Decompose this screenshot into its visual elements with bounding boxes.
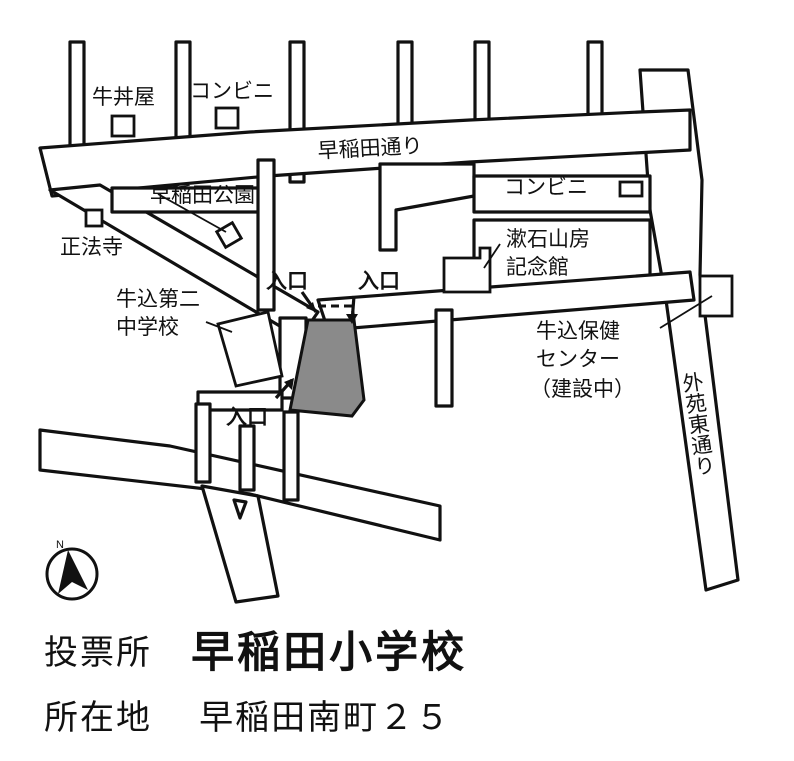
entrance-arrowhead [284, 378, 294, 390]
soseki-memorial-label-line2: 記念館 [506, 256, 569, 279]
north-arrow-icon: N [45, 539, 99, 601]
polling-place-label: 投票所 [44, 632, 152, 673]
convenience-store-east-label: コンビニ [504, 176, 588, 199]
road-segment [378, 162, 476, 252]
road-segment [282, 410, 300, 502]
gyudonya-building [110, 114, 136, 138]
leader-line [205, 321, 233, 333]
ushigome-junior-high-building [216, 310, 284, 388]
buildings [84, 106, 734, 418]
entrance-arrowhead [306, 302, 316, 312]
map-labels: 牛丼屋 コンビニ 早稲田通り コンビニ 早稲田公園 正法寺 牛込第二 中学校 漱… [60, 80, 635, 429]
entrance-arrows [274, 291, 358, 400]
convenience-store-north-label: コンビニ [190, 80, 274, 103]
health-center-label-line2: センター [536, 348, 620, 371]
shohoji-temple-label: 正法寺 [60, 236, 123, 259]
waseda-park-label: 早稲田公園 [150, 184, 255, 207]
address-label: 所在地 [44, 698, 152, 738]
soseki-memorial-label-line1: 漱石山房 [506, 228, 590, 251]
ushigome-junior-high-label-line2: 中学校 [116, 316, 179, 339]
convenience-store-east-building [618, 180, 644, 198]
polling-place-name: 早稲田小学校 [191, 628, 468, 678]
entrance-label-southwest: 入口 [226, 405, 268, 429]
traffic-island [232, 498, 248, 520]
road-segment [256, 158, 276, 312]
road-segment [238, 424, 256, 492]
health-center-label-line3: （建設中） [530, 378, 635, 401]
health-center-label-line1: 牛込保健 [536, 320, 620, 343]
waseda-park-building [214, 220, 244, 250]
gyudonya-label: 牛丼屋 [92, 86, 155, 109]
shohoji-temple-building [84, 208, 104, 228]
leader-line [483, 243, 501, 269]
north-letter: N [56, 539, 64, 551]
address-value: 早稲田南町２５ [199, 698, 452, 738]
entrance-label-northwest: 入口 [266, 269, 308, 293]
leader-lines [157, 193, 713, 333]
road-segment [638, 68, 740, 592]
health-center-building [698, 274, 734, 318]
convenience-store-north-building [214, 106, 240, 130]
road-segment [48, 183, 320, 340]
ushigome-junior-high-label-line1: 牛込第二 [116, 288, 200, 311]
road-segment [472, 174, 652, 214]
road-segment [200, 484, 280, 604]
waseda-dori-label: 早稲田通り [317, 135, 423, 163]
road-segment [434, 308, 454, 408]
road-segment [38, 108, 692, 198]
entrance-arrowhead [346, 314, 358, 324]
entrance-label-northeast: 入口 [358, 269, 400, 293]
waseda-elementary-school [288, 318, 366, 418]
address-row: 所在地 早稲田南町２５ [44, 690, 451, 740]
road-segment [194, 402, 212, 484]
road-network [38, 40, 740, 604]
polling-place-row: 投票所 早稲田小学校 [44, 618, 467, 678]
leader-line [157, 193, 227, 233]
leader-line [659, 295, 713, 329]
soseki-memorial-building [442, 246, 492, 294]
